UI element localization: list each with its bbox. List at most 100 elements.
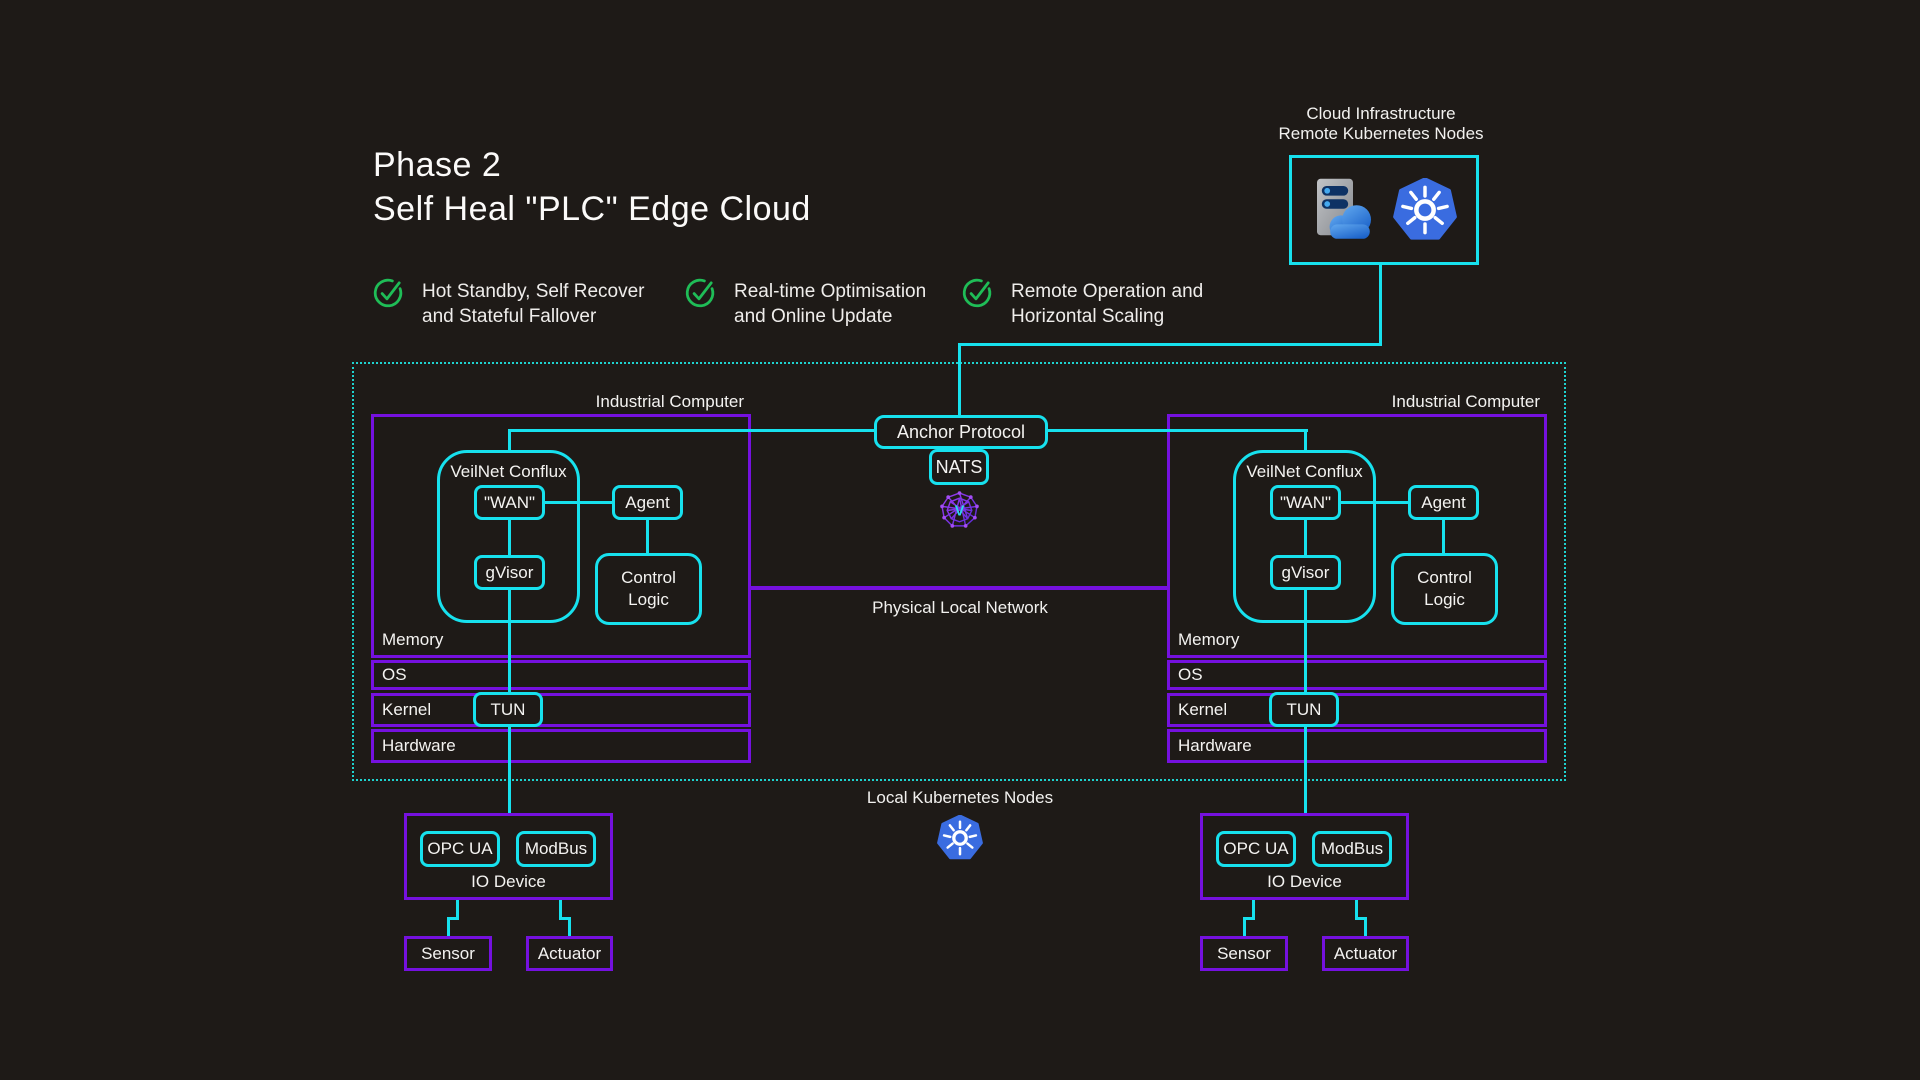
connector-anchor-up [958,345,961,415]
connector-veilnet-up [1304,432,1307,450]
kernel-label: Kernel [382,700,432,719]
os-layer: OS [1167,660,1547,690]
sensor-label: Sensor [1217,943,1271,963]
hardware-layer: Hardware [1167,729,1547,763]
modbus-box: ModBus [1312,831,1392,867]
connector-anchor-right [1048,429,1308,432]
gvisor-box: gVisor [1270,555,1341,590]
tun-box: TUN [1269,692,1339,727]
connector-agent-control [1442,520,1445,553]
connector-wan-gvisor [508,520,511,555]
io-device-label: IO Device [471,872,546,891]
feature-text: and Online Update [734,306,893,327]
actuator-box: Actuator [526,936,613,971]
cloud-label: Cloud Infrastructure Remote Kubernetes N… [1256,104,1506,144]
connector-io-actuator [1355,900,1358,920]
physical-network-label: Physical Local Network [835,598,1085,618]
connector-io-actuator [559,900,562,920]
io-device-label: IO Device [1267,872,1342,891]
veilnet-mesh-icon: V [940,491,979,528]
opcua-box: OPC UA [1216,831,1296,867]
actuator-box: Actuator [1322,936,1409,971]
gvisor-box: gVisor [474,555,545,590]
memory-layer: Memory [1167,414,1547,658]
check-circle-icon [685,278,715,308]
connector-wan-agent [1341,501,1408,504]
connector-agent-control [646,520,649,553]
cloud-infrastructure-box [1289,155,1479,265]
industrial-computer-left: Industrial Computer Memory OS Kernel Har… [371,392,753,974]
feature-text: Remote Operation and [1011,281,1204,302]
kernel-layer: Kernel [1167,693,1547,727]
actuator-label: Actuator [1333,943,1398,963]
gvisor-label: gVisor [1281,562,1330,582]
modbus-box: ModBus [516,831,596,867]
feature-text: Real-time Optimisation [734,281,927,302]
os-label: OS [1178,665,1203,684]
wan-label: "WAN" [483,492,536,512]
hardware-label: Hardware [382,736,456,755]
feature-text: and Stateful Fallover [422,306,597,327]
tun-box: TUN [473,692,543,727]
kernel-layer: Kernel [371,693,751,727]
cloud-label-line1: Cloud Infrastructure [1306,104,1456,123]
connector-io-sensor [447,917,459,920]
gvisor-label: gVisor [485,562,534,582]
hardware-label: Hardware [1178,736,1252,755]
feature-text: Hot Standby, Self Recover [422,281,645,302]
connector-cloud-horizontal [958,343,1382,346]
agent-label: Agent [1421,492,1466,512]
connector-io-sensor [1243,917,1246,936]
io-device-box: OPC UA ModBus IO Device [404,813,613,900]
hardware-layer: Hardware [371,729,751,763]
veilnet-conflux-label: VeilNet Conflux [1246,462,1363,481]
kubernetes-icon [937,815,983,860]
os-layer: OS [371,660,751,690]
connector-tun-io [1304,727,1307,813]
opcua-label: OPC UA [1223,839,1289,858]
sensor-box: Sensor [404,936,492,971]
sensor-box: Sensor [1200,936,1288,971]
connector-io-sensor [1243,917,1255,920]
connector-io-sensor [456,900,459,920]
nats-box: NATS [929,449,989,485]
check-circle-icon [373,278,403,308]
io-device-box: OPC UA ModBus IO Device [1200,813,1409,900]
connector-wan-agent [545,501,612,504]
connector-anchor-left [508,429,874,432]
veilnet-conflux-label: VeilNet Conflux [450,462,567,481]
wan-box: "WAN" [1270,485,1341,520]
connector-gvisor-tun [508,590,511,692]
local-k8s-label: Local Kubernetes Nodes [835,788,1085,808]
memory-label: Memory [1178,630,1240,649]
connector-io-actuator [1364,917,1367,936]
agent-label: Agent [625,492,670,512]
connector-tun-io [508,727,511,813]
physical-network-text: Physical Local Network [872,598,1048,617]
agent-box: Agent [612,485,683,520]
opcua-box: OPC UA [420,831,500,867]
sensor-label: Sensor [421,943,475,963]
title-line-2: Self Heal "PLC" Edge Cloud [373,190,811,228]
industrial-computer-right: Industrial Computer Memory OS Kernel Har… [1167,392,1549,974]
connector-cloud-down [1379,259,1382,345]
anchor-protocol-box: Anchor Protocol [874,415,1048,449]
title-line-1: Phase 2 [373,146,502,184]
svg-text:V: V [955,504,965,520]
page-title: Phase 2 Self Heal "PLC" Edge Cloud [373,143,811,231]
connector-io-sensor [1252,900,1255,920]
physical-network-line [751,586,1168,590]
memory-label: Memory [382,630,444,649]
check-circle-icon [962,278,992,308]
nats-label: NATS [935,456,983,477]
kubernetes-icon [1393,178,1457,240]
feature-text: Horizontal Scaling [1011,306,1165,327]
connector-gvisor-tun [1304,590,1307,692]
connector-wan-gvisor [1304,520,1307,555]
tun-label: TUN [1286,699,1322,719]
connector-io-actuator [568,917,571,936]
